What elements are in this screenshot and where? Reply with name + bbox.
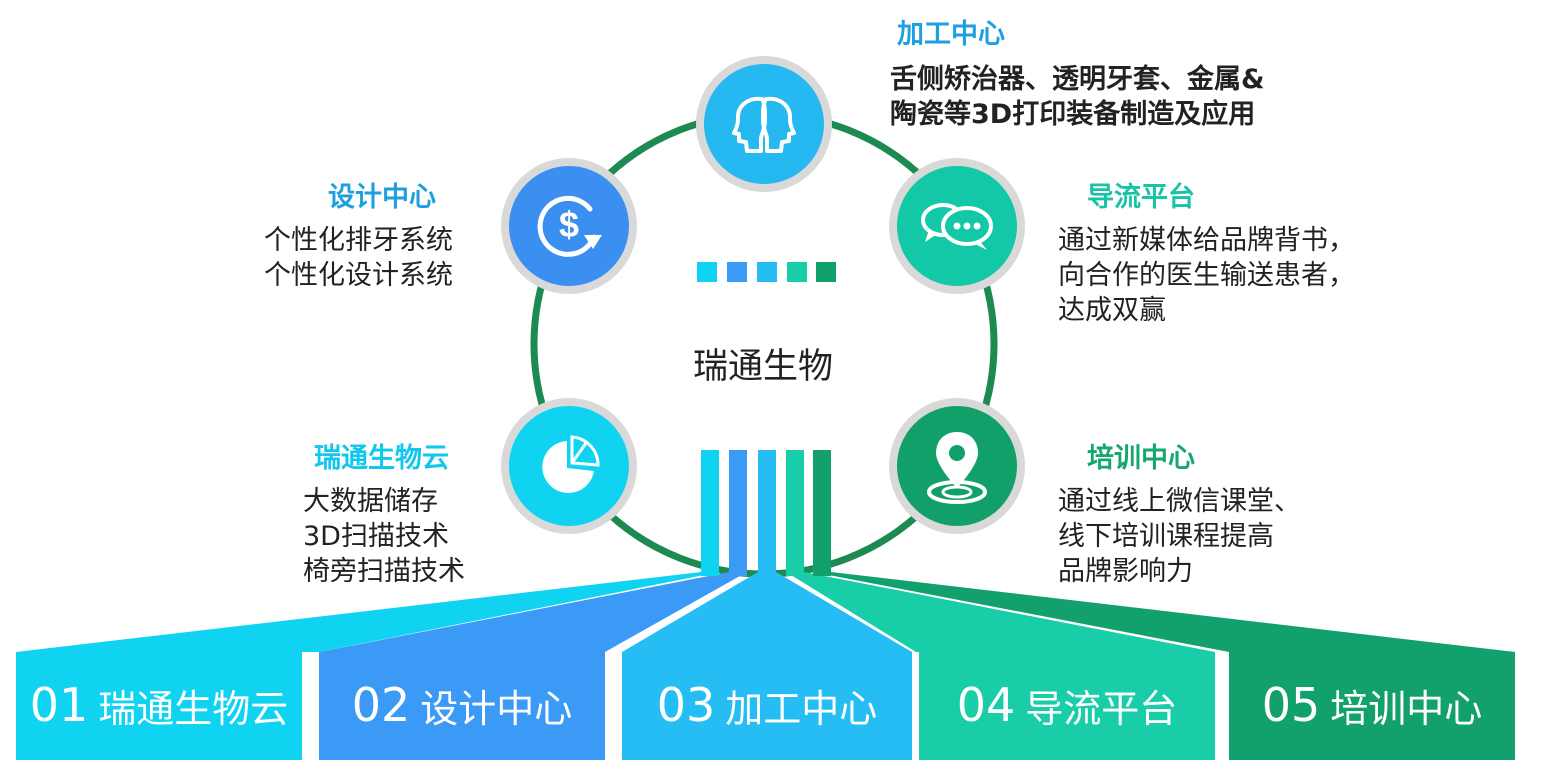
tab-bg-4 — [919, 652, 1215, 760]
process-desc: 舌侧矫治器、透明牙套、金属& 陶瓷等3D打印装备制造及应用 — [890, 62, 1265, 132]
cloud-desc-line: 大数据储存 — [303, 486, 438, 517]
square-4 — [787, 262, 807, 282]
funnel-2 — [319, 572, 747, 652]
tab-label: 瑞通生物云 — [98, 686, 289, 731]
tab-traffic: 04 导流平台 — [919, 650, 1215, 760]
process-title: 加工中心 — [897, 19, 1005, 50]
funnel-3 — [622, 572, 912, 652]
square-1 — [697, 262, 717, 282]
bar-3 — [758, 450, 776, 576]
cloud-desc-line: 3D扫描技术 — [303, 521, 449, 552]
tab-backgrounds — [16, 652, 1515, 760]
square-5 — [816, 262, 836, 282]
traffic-desc-line: 向合作的医生输送患者， — [1058, 260, 1355, 291]
traffic-desc-line: 通过新媒体给品牌背书， — [1058, 225, 1355, 256]
bar-4 — [786, 450, 804, 576]
design-desc: 个性化排牙系统 个性化设计系统 — [264, 223, 453, 293]
training-node — [889, 398, 1025, 534]
cloud-node — [501, 398, 637, 534]
svg-text:$: $ — [559, 204, 579, 245]
process-desc-line: 陶瓷等3D打印装备制造及应用 — [890, 99, 1256, 130]
traffic-title: 导流平台 — [1087, 182, 1195, 213]
tab-number: 04 — [956, 678, 1016, 732]
funnel-wedges — [16, 572, 1515, 652]
funnel-1 — [16, 572, 719, 652]
center-title: 瑞通生物 — [693, 347, 834, 387]
chat-bubbles-icon — [921, 203, 993, 250]
two-heads-icon — [732, 96, 796, 153]
tab-number: 03 — [656, 678, 716, 732]
tab-bg-5 — [1229, 652, 1515, 760]
training-desc-line: 品牌影响力 — [1058, 556, 1193, 587]
tab-label: 导流平台 — [1025, 686, 1178, 731]
training-title: 培训中心 — [1087, 443, 1195, 474]
funnel-4 — [786, 572, 1215, 652]
tab-label: 设计中心 — [420, 686, 573, 731]
bar-2 — [729, 450, 747, 576]
design-desc-line: 个性化排牙系统 — [264, 225, 453, 256]
traffic-desc-line: 达成双赢 — [1058, 295, 1166, 326]
location-pin-icon — [927, 432, 987, 504]
tab-cloud: 01 瑞通生物云 — [16, 650, 302, 760]
funnel-5 — [813, 572, 1515, 652]
center-squares — [697, 262, 836, 282]
tab-training: 05 培训中心 — [1229, 650, 1515, 760]
bar-5 — [813, 450, 831, 576]
training-desc-line: 通过线上微信课堂、 — [1058, 486, 1301, 517]
tab-process: 03 加工中心 — [622, 650, 912, 760]
design-desc-line: 个性化设计系统 — [264, 260, 453, 291]
process-node — [696, 56, 832, 192]
square-3 — [757, 262, 777, 282]
tab-number: 05 — [1261, 678, 1321, 732]
cloud-title: 瑞通生物云 — [314, 443, 449, 474]
cloud-desc: 大数据储存 3D扫描技术 椅旁扫描技术 — [303, 484, 465, 589]
tab-number: 01 — [29, 678, 89, 732]
vertical-bars — [701, 450, 831, 576]
tab-bg-1 — [16, 652, 302, 760]
training-desc-line: 线下培训课程提高 — [1058, 521, 1274, 552]
cloud-desc-line: 椅旁扫描技术 — [303, 556, 465, 587]
dollar-refresh-icon: $ — [537, 195, 602, 257]
process-desc-line: 舌侧矫治器、透明牙套、金属& — [890, 64, 1265, 95]
training-desc: 通过线上微信课堂、 线下培训课程提高 品牌影响力 — [1058, 484, 1301, 589]
pie-chart-icon — [542, 435, 600, 493]
traffic-node — [889, 158, 1025, 294]
design-title: 设计中心 — [328, 182, 436, 213]
bar-1 — [701, 450, 719, 576]
tab-bg-2 — [319, 652, 605, 760]
design-node: $ — [501, 158, 637, 294]
tab-design: 02 设计中心 — [319, 650, 605, 760]
traffic-desc: 通过新媒体给品牌背书， 向合作的医生输送患者， 达成双赢 — [1058, 223, 1355, 328]
tab-bg-3 — [622, 652, 912, 760]
tab-label: 培训中心 — [1330, 686, 1483, 731]
tab-number: 02 — [351, 678, 411, 732]
square-2 — [727, 262, 747, 282]
tab-label: 加工中心 — [725, 686, 878, 731]
